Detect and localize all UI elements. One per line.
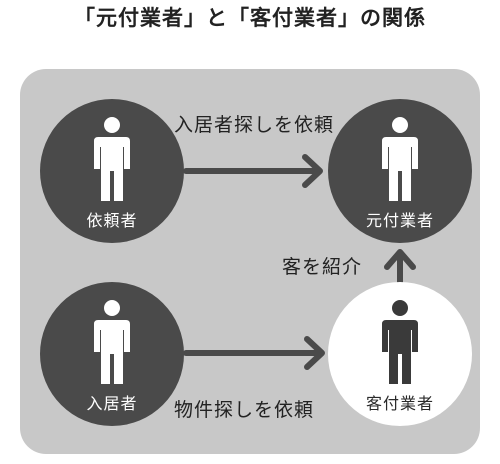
node-label: 依頼者 xyxy=(86,211,138,230)
person-icon xyxy=(382,117,418,201)
node-listing-agent: 元付業者 xyxy=(328,99,472,243)
arrow-tenant-to-leasing xyxy=(183,336,325,370)
person-icon xyxy=(94,300,130,384)
edge-label-requester-to-listing: 入居者探しを依頼 xyxy=(174,114,335,136)
diagram-title: 「元付業者」と「客付業者」の関係 xyxy=(74,6,426,30)
arrow-requester-to-listing xyxy=(183,154,323,188)
node-label: 入居者 xyxy=(86,394,138,413)
node-requester: 依頼者 xyxy=(40,99,184,243)
node-leasing-agent: 客付業者 xyxy=(328,282,472,426)
edge-label-leasing-to-listing: 客を紹介 xyxy=(282,256,363,278)
arrow-leasing-to-listing xyxy=(384,249,416,285)
node-label: 客付業者 xyxy=(365,394,434,413)
person-icon xyxy=(382,300,418,384)
edge-label-tenant-to-leasing: 物件探しを依頼 xyxy=(174,399,315,421)
node-tenant: 入居者 xyxy=(40,282,184,426)
node-label: 元付業者 xyxy=(365,211,434,230)
person-icon xyxy=(94,117,130,201)
